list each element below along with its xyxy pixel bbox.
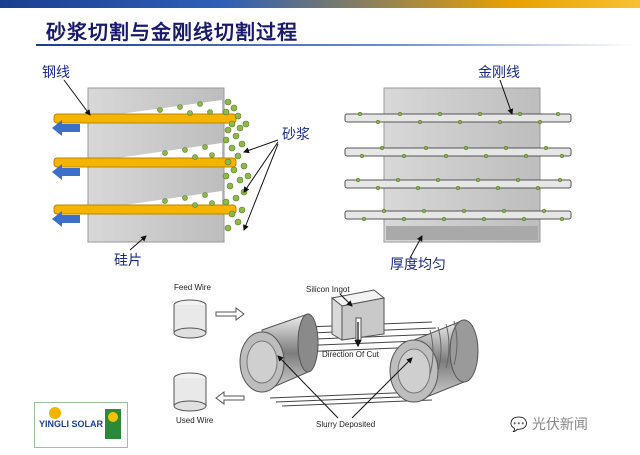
diamond-wire	[344, 147, 572, 157]
used-wire-spool	[173, 372, 207, 412]
watermark-text: 光伏新闻	[531, 417, 588, 433]
steel-wire	[53, 204, 237, 215]
uniform-thickness-label: 厚度均匀	[390, 257, 446, 273]
slurry-particles	[157, 98, 252, 232]
slurry-deposited-label: Slurry Deposited	[316, 420, 376, 429]
steel-wire	[53, 113, 237, 124]
silicon-wafer-label: 硅片	[114, 253, 142, 269]
sun-icon	[49, 407, 121, 439]
direction-arrow	[52, 120, 80, 136]
brand-name: YINGLI SOLAR	[39, 419, 104, 429]
diamond-wires	[344, 113, 572, 220]
yingli-solar-logo: YINGLI SOLAR	[34, 402, 128, 448]
slurry-cutting-diagram	[52, 79, 279, 251]
diamond-wire-label: 金刚线	[478, 65, 520, 81]
ingot-pointer	[339, 293, 353, 307]
slurry-label: 砂浆	[282, 127, 310, 143]
steel-wire-label: 钢线	[42, 65, 70, 81]
direction-arrow	[52, 164, 80, 180]
slurry-pointer	[243, 143, 279, 231]
diamond-wire-diagram	[344, 79, 572, 259]
steel-wire-pointer	[63, 79, 91, 116]
page-title: 砂浆切割与金刚线切割过程	[46, 20, 298, 44]
title-underline	[36, 44, 636, 46]
watermark: 💬 光伏新闻	[510, 414, 588, 434]
feed-wire-spool	[173, 299, 207, 339]
feed-arrow	[215, 307, 245, 321]
top-accent-bar	[0, 0, 640, 8]
slurry-pointer	[243, 139, 279, 154]
slurry-deposit-pointer	[277, 355, 339, 419]
silicon-ingot-label: Silicon Ingot	[306, 285, 350, 294]
wafer-pointer	[129, 235, 147, 251]
slurry-deposit-pointer	[351, 357, 413, 419]
direction-of-cut-label: Direction Of Cut	[322, 350, 379, 359]
diamond-wire-pointer	[499, 79, 514, 115]
diamond-wire	[344, 210, 572, 220]
steel-wire	[53, 157, 237, 168]
right-roller	[389, 319, 479, 403]
left-roller	[239, 313, 319, 393]
used-wire-label: Used Wire	[176, 416, 214, 425]
chat-bubble-icon: 💬	[510, 417, 532, 433]
wire-saw-schematic	[173, 289, 479, 419]
return-arrow	[215, 391, 245, 405]
direction-arrow	[52, 211, 80, 227]
thickness-pointer	[409, 235, 423, 259]
slurry-pointer	[243, 141, 279, 193]
feed-wire-label: Feed Wire	[174, 283, 211, 292]
diamond-grains	[355, 111, 565, 222]
